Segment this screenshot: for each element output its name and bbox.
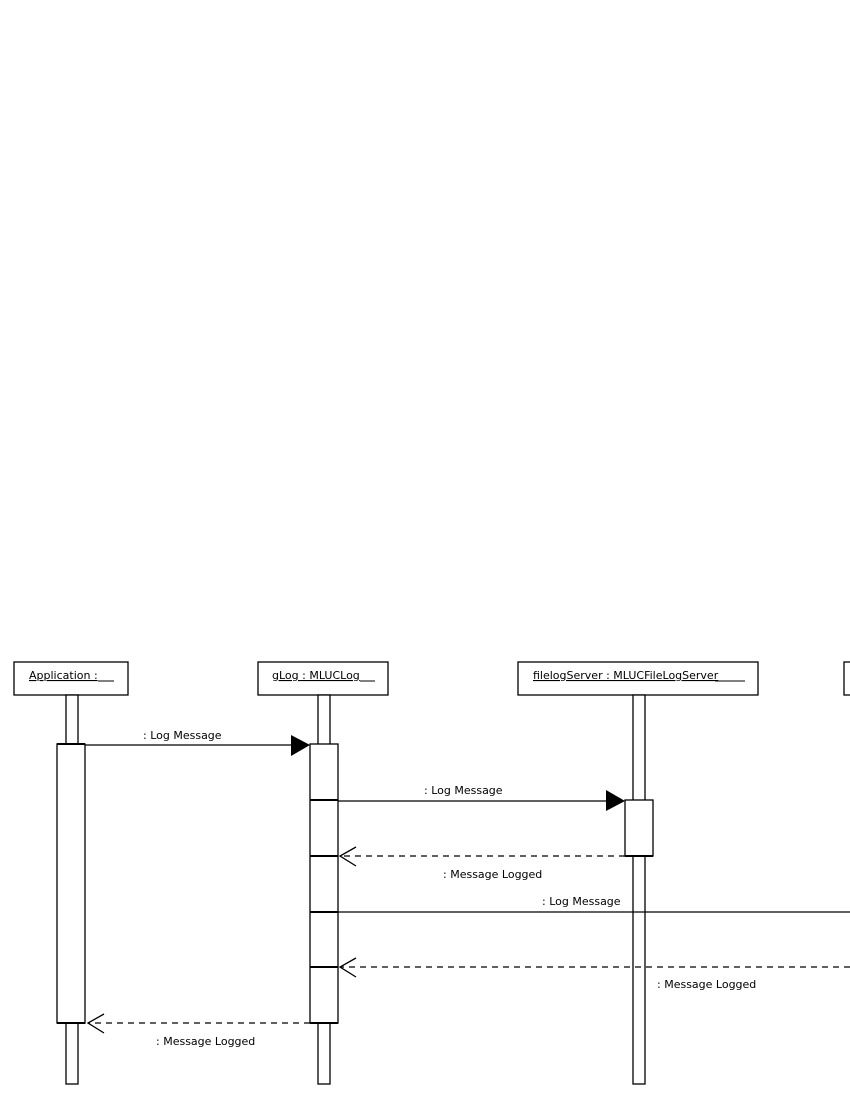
lifeline-filelogserver <box>632 694 646 1085</box>
message-log-3: : Log Message <box>338 895 850 913</box>
message-log-2: : Log Message <box>338 784 625 811</box>
message-label: : Message Logged <box>443 868 542 881</box>
object-label: Application : <box>29 669 98 682</box>
activation-glog <box>309 743 339 1024</box>
message-return-1: : Message Logged <box>338 846 625 881</box>
object-filelogserver: filelogServer : MLUCFileLogServer <box>517 661 759 696</box>
open-arrowhead-icon <box>338 846 357 867</box>
object-offscreen <box>843 661 850 696</box>
filled-arrowhead-icon <box>606 790 625 811</box>
activation-application <box>56 743 86 1024</box>
open-arrowhead-icon <box>86 1013 105 1034</box>
object-application: Application : <box>13 661 129 696</box>
open-arrowhead-icon <box>338 957 357 978</box>
message-label: : Log Message <box>143 729 222 742</box>
object-box <box>257 661 389 696</box>
activation-filelogserver <box>624 799 654 857</box>
object-box <box>843 661 850 696</box>
message-return-3: : Message Logged <box>86 1013 310 1048</box>
object-glog: gLog : MLUCLog <box>257 661 389 696</box>
object-label: gLog : MLUCLog <box>272 669 360 682</box>
filled-arrowhead-icon <box>291 735 310 756</box>
object-box <box>517 661 759 696</box>
message-label: : Log Message <box>542 895 621 908</box>
message-return-2: : Message Logged <box>338 957 850 991</box>
message-label: : Message Logged <box>156 1035 255 1048</box>
object-box <box>13 661 129 696</box>
object-label: filelogServer : MLUCFileLogServer <box>533 669 719 682</box>
message-label: : Log Message <box>424 784 503 797</box>
message-label: : Message Logged <box>657 978 756 991</box>
message-log-1: : Log Message <box>85 729 310 756</box>
